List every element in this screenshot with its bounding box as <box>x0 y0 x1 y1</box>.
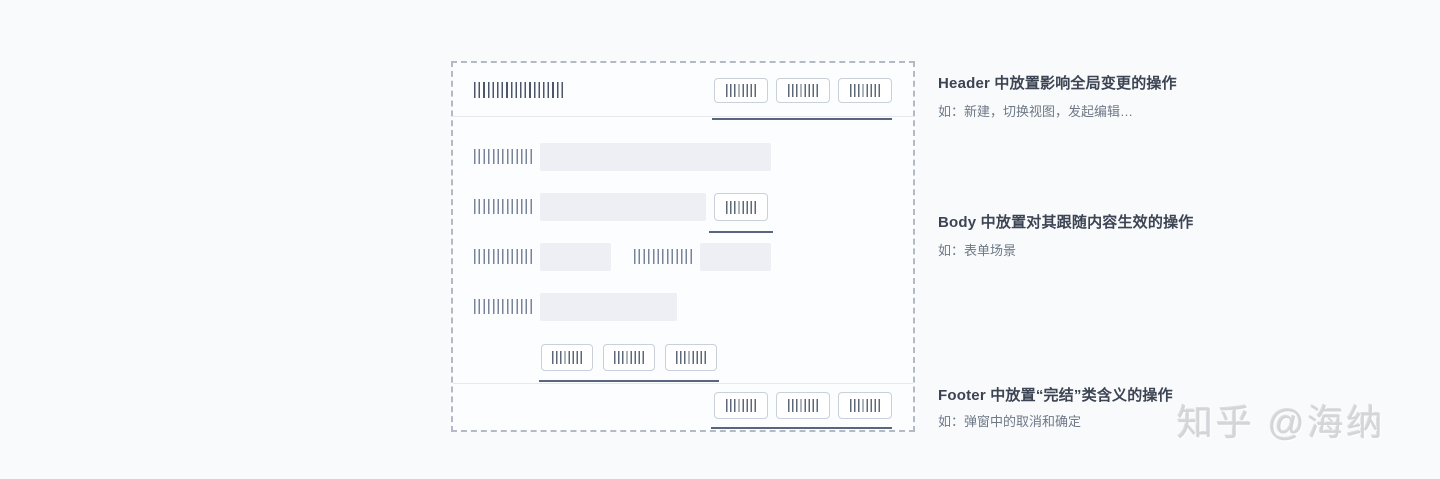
annotation-header-example: 如：新建，切换视图，发起编辑… <box>938 104 1134 119</box>
row-button <box>714 193 768 221</box>
header-button-1 <box>714 78 768 103</box>
field-label-placeholder-bars <box>474 249 534 264</box>
button-label-placeholder-bars <box>676 351 706 364</box>
form-row <box>474 193 892 233</box>
zhihu-watermark: 知乎 @海纳 <box>1177 402 1386 443</box>
button-label-placeholder-bars <box>788 84 818 97</box>
button-label-placeholder-bars <box>726 399 756 412</box>
wireframe-panel <box>451 61 915 432</box>
header-button-group <box>714 78 892 103</box>
body-button-3 <box>665 344 717 371</box>
body-button-2 <box>603 344 655 371</box>
footer-button-3 <box>838 392 892 419</box>
input-placeholder <box>700 243 771 271</box>
field-label-placeholder-bars <box>634 249 694 264</box>
button-label-placeholder-bars <box>614 351 644 364</box>
annotation-header-title: Header 中放置影响全局变更的操作 <box>938 75 1177 92</box>
button-label-placeholder-bars <box>726 200 756 214</box>
footer-button-2 <box>776 392 830 419</box>
body-button-row <box>474 344 892 382</box>
footer-divider <box>453 383 913 384</box>
header-title-placeholder-bars <box>474 82 564 98</box>
row-button-highlight-underline <box>709 231 773 233</box>
form-row <box>474 243 892 271</box>
annotation-body-example: 如：表单场景 <box>938 243 1017 258</box>
annotation-header: Header 中放置影响全局变更的操作 如：新建，切换视图，发起编辑… <box>938 75 1298 120</box>
field-label-placeholder-bars <box>474 299 534 314</box>
button-label-placeholder-bars <box>788 399 818 412</box>
button-label-placeholder-bars <box>850 84 880 97</box>
wireframe-footer <box>453 384 913 430</box>
annotation-footer-title: Footer 中放置“完结”类含义的操作 <box>938 387 1173 404</box>
button-label-placeholder-bars <box>552 351 582 364</box>
form-row <box>474 293 892 321</box>
wireframe-header <box>453 63 913 120</box>
annotation-body: Body 中放置对其跟随内容生效的操作 如：表单场景 <box>938 214 1298 259</box>
input-placeholder <box>540 293 677 321</box>
annotation-body-title: Body 中放置对其跟随内容生效的操作 <box>938 214 1194 231</box>
input-placeholder <box>540 193 706 221</box>
header-button-2 <box>776 78 830 103</box>
body-button-1 <box>541 344 593 371</box>
footer-buttons-highlight-underline <box>711 427 892 429</box>
input-placeholder <box>540 243 611 271</box>
footer-button-group <box>714 392 892 419</box>
header-buttons-highlight-underline <box>712 118 892 120</box>
field-label-placeholder-bars <box>474 149 534 164</box>
field-label-placeholder-bars <box>474 199 534 214</box>
header-divider <box>453 116 913 117</box>
form-row <box>474 143 892 171</box>
button-label-placeholder-bars <box>726 84 756 97</box>
footer-button-1 <box>714 392 768 419</box>
body-buttons-highlight-underline <box>539 380 719 382</box>
input-placeholder <box>540 143 771 171</box>
annotation-footer-example: 如：弹窗中的取消和确定 <box>938 414 1082 429</box>
annotation-footer: Footer 中放置“完结”类含义的操作 如：弹窗中的取消和确定 <box>938 387 1298 430</box>
header-button-3 <box>838 78 892 103</box>
button-label-placeholder-bars <box>850 399 880 412</box>
